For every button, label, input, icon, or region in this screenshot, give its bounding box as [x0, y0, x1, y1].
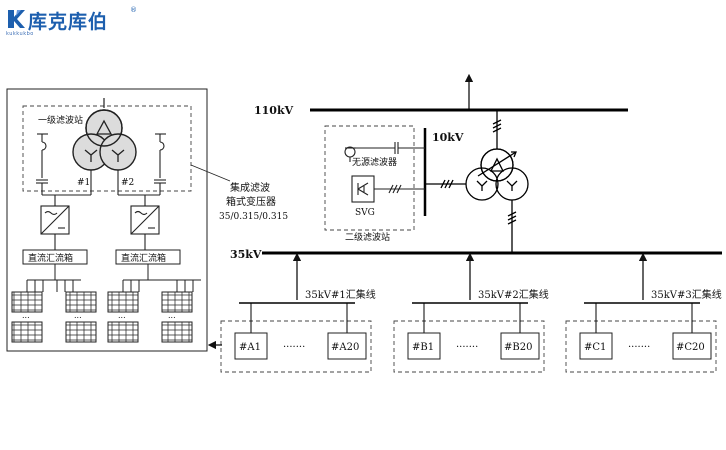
brand-logo: 库克库伯 ® kukkukbo [6, 6, 156, 40]
svg-label: SVG [355, 208, 375, 218]
solar-panel-icon [107, 321, 139, 343]
filter-branch-left [36, 133, 92, 196]
unit-last-label: #B20 [504, 342, 532, 353]
filter-branch-right [117, 133, 166, 196]
unit-first-label: #C1 [584, 342, 606, 353]
pv-array-group [11, 264, 201, 343]
unit-ellipsis: ······· [456, 342, 478, 353]
registered-mark: ® [130, 6, 137, 14]
unit-box-first [579, 332, 613, 360]
callout-line [190, 164, 231, 182]
collector-line-label: 35kV#3汇集线 [651, 288, 722, 301]
turbine-group-frame [220, 320, 372, 373]
passive-filter-icon [344, 142, 425, 162]
unit-2-label: #2 [121, 178, 134, 188]
box-transformer-ratio: 35/0.315/0.315 [219, 212, 288, 222]
unit-box-first [234, 332, 268, 360]
collector-line-1: 35kV#1汇集线 #A1 ······· #A20 [220, 252, 376, 373]
inverter-icon [40, 195, 160, 250]
collector-line-label: 35kV#1汇集线 [305, 288, 376, 301]
solar-panel-icon [161, 291, 193, 313]
unit-first-label: #A1 [239, 342, 261, 353]
combiner-wiring [122, 264, 201, 292]
unit-1-label: #1 [77, 178, 90, 188]
box-transformer-line2: 箱式变压器 [226, 195, 276, 208]
ellipsis-2: ... [74, 311, 82, 320]
collector-line-2: 35kV#2汇集线 #B1 ······· #B20 [393, 252, 549, 373]
kk-logo-mark-icon [8, 10, 25, 28]
unit-ellipsis: ······· [628, 342, 650, 353]
solar-panel-icon [11, 291, 43, 313]
primary-station-title: 一级滤波站 [38, 114, 83, 126]
ellipsis-1: ... [22, 311, 30, 320]
solar-panel-icon [11, 321, 43, 343]
brand-name: 库克库伯 [28, 11, 109, 33]
transformer-icon [72, 98, 137, 171]
pv-plant-frame [6, 88, 208, 352]
unit-first-label: #B1 [412, 342, 434, 353]
secondary-station-title: 二级滤波站 [345, 231, 390, 243]
turbine-group-frame [393, 320, 545, 373]
brand-subtitle: kukkukbo [6, 31, 34, 37]
primary-station-frame [22, 105, 192, 192]
solar-panel-icon [161, 321, 193, 343]
solar-panel-icon [65, 291, 97, 313]
box-transformer-line1: 集成滤波 [230, 181, 270, 194]
igbt-icon [351, 175, 425, 203]
bus-35kv-label: 35kV [230, 248, 262, 261]
solar-panel-icon [107, 291, 139, 313]
unit-box-last [327, 332, 367, 360]
passive-filter-label: 无源滤波器 [352, 156, 397, 168]
collector-line-3: 35kV#3汇集线 #C1 ······· #C20 [565, 252, 722, 373]
unit-box-last [672, 332, 712, 360]
bus-110kv-label: 110kV [254, 104, 294, 117]
unit-last-label: #A20 [331, 342, 359, 353]
collector-line-label: 35kV#2汇集线 [478, 288, 549, 301]
combiner-wiring [26, 264, 81, 292]
ellipsis-4: ... [168, 311, 176, 320]
unit-box-first [407, 332, 441, 360]
bus-10kv-label: 10kV [432, 131, 464, 144]
combiner-box-1-label: 直流汇流箱 [28, 252, 73, 264]
main-transformer-icon [425, 110, 529, 252]
solar-panel-icon [65, 321, 97, 343]
turbine-group-frame [565, 320, 717, 373]
unit-ellipsis: ······· [283, 342, 305, 353]
secondary-station-frame [324, 125, 415, 231]
combiner-box-2-label: 直流汇流箱 [121, 252, 166, 264]
ellipsis-3: ... [118, 311, 126, 320]
collector-lines: 35kV#1汇集线 #A1 ······· #A20 35kV#2汇集线 #B1 ·····… [220, 252, 722, 373]
unit-last-label: #C20 [676, 342, 705, 353]
unit-box-last [500, 332, 540, 360]
